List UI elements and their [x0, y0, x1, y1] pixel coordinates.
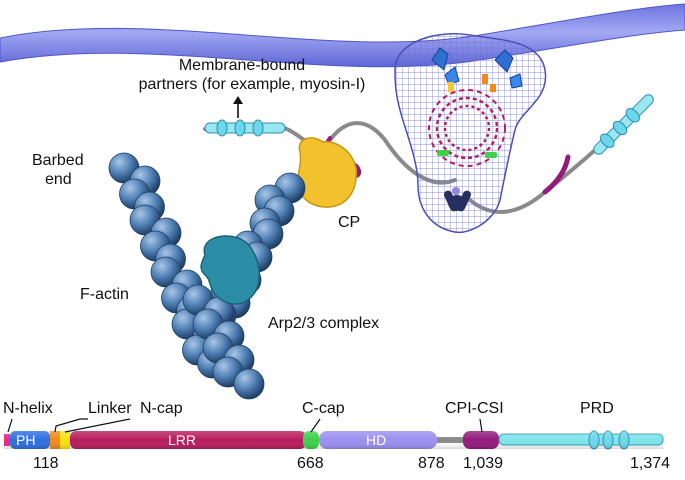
domain-bar [4, 430, 664, 450]
cpi-csi-label: CPI-CSI [445, 400, 504, 417]
hd-core [444, 187, 471, 212]
arp23-label: Arp2/3 complex [268, 315, 380, 332]
position-668: 668 [297, 455, 324, 472]
f-actin-label: F-actin [80, 286, 129, 303]
position-878: 878 [418, 455, 445, 472]
cp-label: CP [338, 214, 361, 231]
cpi-segment-right [542, 154, 571, 195]
crystal-blue [431, 47, 523, 92]
c-helix-bundle [593, 94, 654, 155]
hd-domain-label: HD [366, 432, 387, 448]
lrr-ring [428, 89, 506, 167]
capping-protein [297, 137, 357, 208]
membrane [0, 3, 685, 68]
lrr-domain-label: LRR [168, 432, 197, 448]
n-helix-label: N-helix [3, 400, 53, 417]
domain-leader-lines [7, 418, 483, 433]
linker-label: Linker [88, 400, 132, 417]
partners-label-1: Membrane-bound [178, 57, 306, 74]
green-segments [437, 150, 497, 158]
ph-domain-label: PH [16, 432, 36, 448]
n-cap-label: N-cap [140, 400, 183, 417]
partners-arrow [233, 96, 243, 118]
barbed-end-label-2: end [45, 171, 72, 188]
position-1039: 1,039 [463, 455, 504, 472]
c-cap-label: C-cap [302, 400, 345, 417]
arp23-complex [200, 235, 260, 305]
position-1374: 1,374 [630, 455, 671, 472]
actin-subunit [233, 368, 265, 400]
position-118: 118 [33, 455, 59, 472]
barbed-end-label-1: Barbed [32, 152, 84, 169]
n-helix-bundle [204, 119, 286, 137]
mesh-density [394, 33, 547, 234]
prd-label: PRD [580, 400, 614, 417]
partners-label-2: partners (for example, myosin-I) [138, 76, 366, 93]
